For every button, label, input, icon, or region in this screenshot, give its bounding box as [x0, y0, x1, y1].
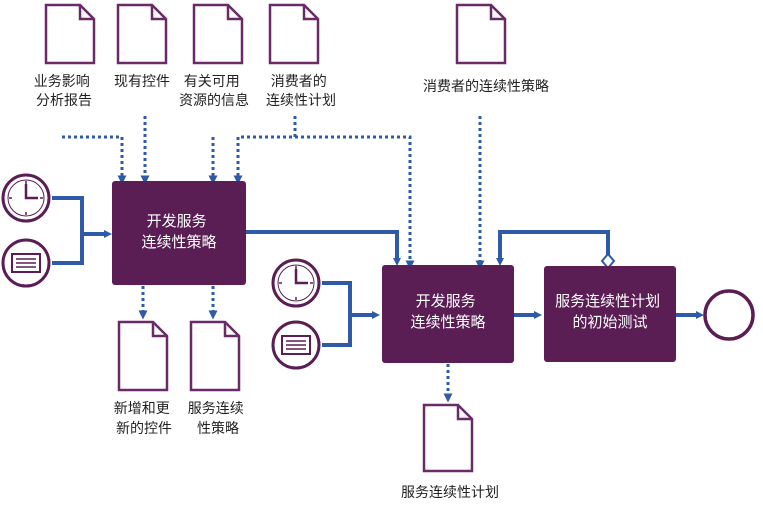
process-box-initial-test: 服务连续性计划 的初始测试 [544, 266, 676, 362]
flow-loop-back [496, 230, 610, 266]
document-icon-new-controls [117, 320, 169, 392]
document-icon-consumer-plan [268, 3, 320, 65]
input-label-consumer-strategy: 消费者的连续性策略 [423, 78, 549, 95]
connector-consumer-plan-a [233, 116, 297, 185]
flow-message-2 [322, 315, 352, 347]
flow-box1-to-box2 [246, 230, 401, 266]
output-label-continuity-strategy: 服务连续 性策略 [188, 400, 248, 437]
document-icon-existing-controls [116, 3, 168, 65]
document-icon-impact-report [44, 3, 96, 65]
connector-consumer-plan-b [295, 135, 415, 270]
document-icon-resource-info [192, 3, 244, 65]
flow-timer-1 [52, 196, 112, 238]
input-label-consumer-plan: 消费者的 连续性计划 [266, 74, 336, 109]
clock-icon [1, 173, 51, 223]
message-icon-2 [271, 320, 321, 370]
connector-impact-report [62, 135, 127, 185]
flow-timer-2 [322, 281, 380, 319]
svg-text:开发服务 连续性策略: 开发服务 连续性策略 [141, 212, 216, 251]
svg-text:开发服务 连续性策略: 开发服务 连续性策略 [410, 292, 485, 331]
process-box-develop-strategy-1: 开发服务 连续性策略 [112, 181, 246, 285]
data-connectors [62, 116, 485, 403]
flow-message-1 [52, 234, 84, 265]
clock-icon-2 [271, 258, 321, 308]
output-label-continuity-plan: 服务连续性计划 [401, 484, 499, 501]
message-icon [1, 238, 51, 288]
end-event-icon [703, 289, 755, 341]
input-label-existing-controls: 现有控件 [114, 74, 170, 90]
document-icon-continuity-plan [422, 403, 474, 473]
loop-condition-diamond [600, 252, 616, 270]
document-icon-consumer-strategy [455, 3, 507, 65]
input-label-resource-info: 有关可用 资源的信息 [179, 74, 249, 109]
svg-text:服务连续性计划 的初始测试: 服务连续性计划 的初始测试 [555, 292, 665, 331]
sequence-flows [52, 196, 704, 347]
input-label-impact-report: 业务影响 分析报告 [34, 74, 94, 109]
process-box-develop-strategy-2: 开发服务 连续性策略 [382, 265, 514, 363]
document-icon-continuity-strategy [189, 320, 241, 392]
output-label-new-controls: 新增和更 新的控件 [114, 401, 174, 437]
